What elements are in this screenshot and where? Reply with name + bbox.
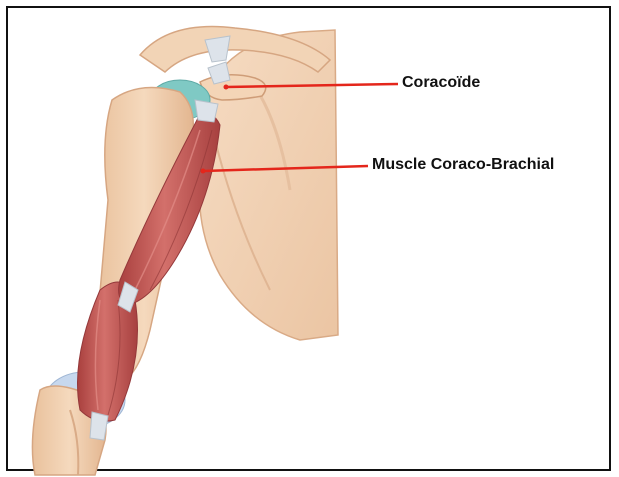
coracoid-label: Coracoïde bbox=[402, 74, 480, 92]
muscle-pointer-dot bbox=[201, 169, 206, 174]
coracobrachialis-label: Muscle Coraco-Brachial bbox=[372, 156, 554, 174]
coracoid-pointer-dot bbox=[224, 85, 229, 90]
